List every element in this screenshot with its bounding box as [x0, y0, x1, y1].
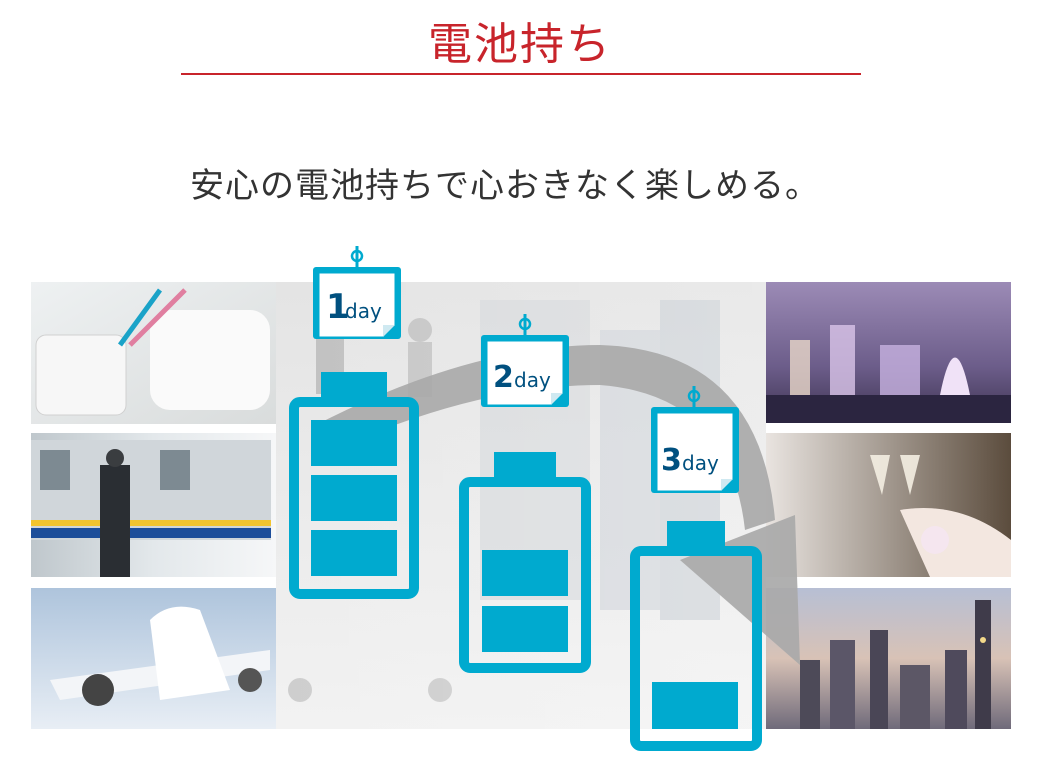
page-title: 電池持ち	[428, 19, 612, 70]
airplane-photo	[31, 588, 276, 729]
battery-full-cell-1	[311, 420, 397, 466]
commuter-train-photo	[31, 433, 276, 577]
skyline-dusk-photo	[766, 588, 1011, 729]
calendar-day-3: 3 day	[651, 386, 739, 493]
battery-two-thirds-cell-2	[482, 606, 568, 652]
battery-two-thirds	[459, 452, 591, 673]
battery-two-thirds-cell-1	[482, 550, 568, 596]
calendar-2-number: 2	[493, 360, 514, 395]
toothbrush-cup-photo	[31, 282, 276, 424]
calendar-3-number: 3	[661, 443, 682, 478]
battery-full-cell-3	[311, 530, 397, 576]
battery-one-third	[630, 521, 762, 751]
title-underline	[181, 73, 861, 75]
battery-one-third-cell-1	[652, 682, 738, 729]
calendar-day-1: 1 day	[313, 246, 401, 339]
night-harbor-city-photo	[766, 282, 1011, 423]
calendar-2-unit: day	[514, 368, 551, 392]
calendar-1-number: 1	[326, 287, 350, 327]
champagne-toast-photo	[766, 433, 1011, 577]
battery-full-cell-2	[311, 475, 397, 521]
calendar-3-unit: day	[682, 451, 719, 475]
calendar-1-unit: day	[345, 299, 382, 323]
calendar-day-2: 2 day	[481, 314, 569, 407]
battery-full	[289, 372, 419, 599]
page-subtitle: 安心の電池持ちで心おきなく楽しめる。	[190, 166, 820, 206]
